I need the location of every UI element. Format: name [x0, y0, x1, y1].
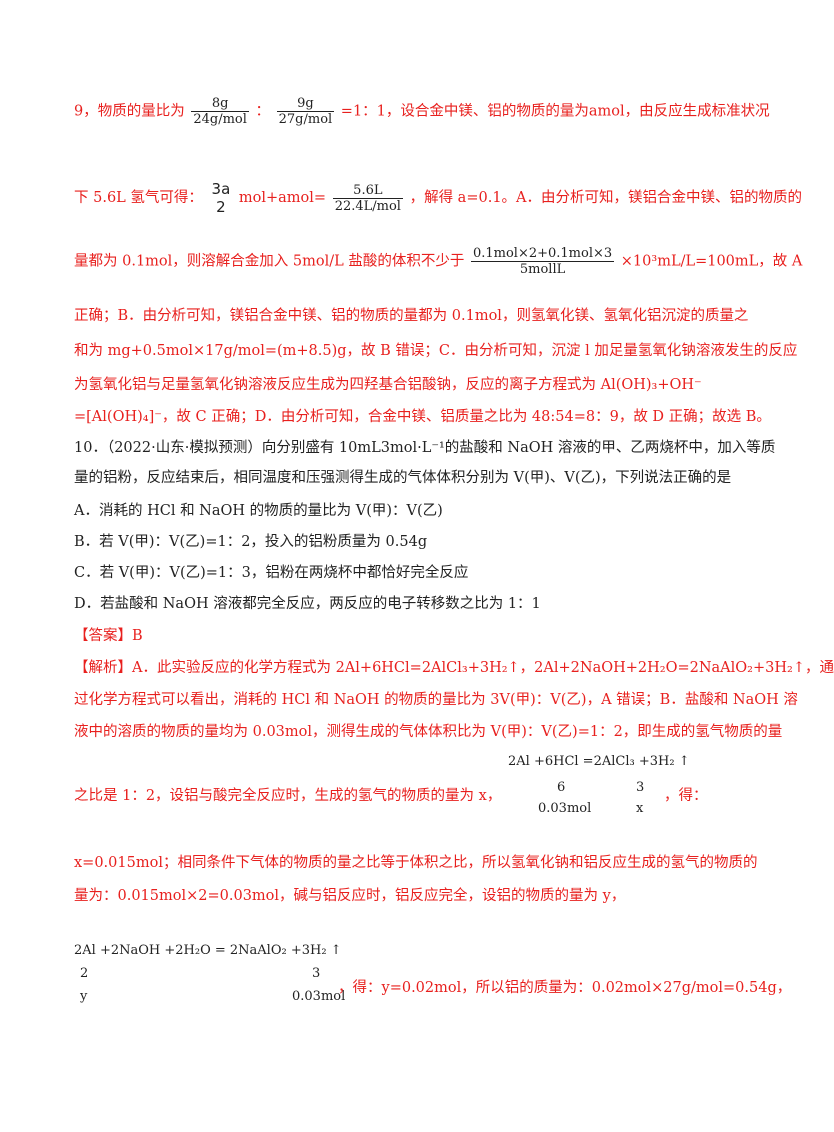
fraction-numerator: 0.1mol×2+0.1mol×3 — [472, 246, 613, 261]
analysis-line-2: 过化学方程式可以看出，消耗的 HCl 和 NaOH 的物质的量比为 3V(甲)：… — [74, 692, 798, 708]
fraction-denominator: 24g/mol — [191, 111, 249, 127]
equation-1-row-1: 2Al +6HCl =2AlCl₃ +3H₂ ↑ — [508, 754, 690, 769]
fraction-hydrogen-volume: 5.6L 22.4L/mol — [332, 182, 403, 214]
para-line-2: 下 5.6L 氢气可得： 3a 2 mol+amol= 5.6L 22.4L/m… — [74, 180, 802, 216]
option-c: C．若 V(甲)：V(乙)=1：3，铝粉在两烧杯中都恰好完全反应 — [74, 565, 469, 581]
fraction-mass-mg: 8g 24g/mol — [191, 96, 249, 127]
equation-2-unknown-y: y — [80, 989, 88, 1004]
para-line-3: 量都为 0.1mol，则溶解合金加入 5mol/L 盐酸的体积不少于 0.1mo… — [74, 246, 802, 277]
fraction-numerator: 3a — [211, 180, 231, 198]
equation-1-coef-hcl: 6 — [557, 780, 566, 795]
fraction-denominator: 22.4L/mol — [332, 197, 403, 214]
equation-1-amount-hcl: 0.03mol — [538, 801, 592, 816]
fraction-denominator: 5mollL — [470, 261, 615, 277]
text-segment: ，解得 a=0.1。A．由分析可知，镁铝合金中镁、铝的物质的 — [409, 190, 803, 206]
analysis-line-7: ，得：y=0.02mol，所以铝的质量为：0.02mol×27g/mol=0.5… — [338, 980, 792, 996]
text-segment: A．此实验反应的化学方程式为 2Al+6HCl=2AlCl₃+3H₂↑，2Al+… — [132, 660, 834, 676]
analysis-line-5: x=0.015mol；相同条件下气体的物质的量之比等于体积之比，所以氢氧化钠和铝… — [74, 855, 758, 871]
analysis-line-1: 【解析】A．此实验反应的化学方程式为 2Al+6HCl=2AlCl₃+3H₂↑，… — [74, 656, 834, 677]
fraction-3a-over-2: 3a 2 — [210, 180, 233, 216]
analysis-line-4: 之比是 1：2，设铝与酸完全反应时，生成的氢气的物质的量为 x， — [74, 788, 502, 804]
equation-2-coef-h2: 3 — [312, 966, 321, 981]
fraction-numerator: 8g — [211, 96, 229, 111]
question-10-line-1: 10．（2022·山东·模拟预测）向分别盛有 10mL3mol·L⁻¹的盐酸和 … — [74, 440, 776, 456]
text-segment: 9，物质的量比为 — [74, 103, 185, 120]
option-d: D．若盐酸和 NaOH 溶液都完全反应，两反应的电子转移数之比为 1：1 — [74, 596, 541, 612]
para-line-7: =[Al(OH)₄]⁻，故 C 正确；D．由分析可知，合金中镁、铝质量之比为 4… — [74, 409, 771, 425]
analysis-line-3: 液中的溶质的物质的量均为 0.03mol，测得生成的气体体积比为 V(甲)：V(… — [74, 724, 783, 740]
text-segment: ： — [255, 103, 271, 120]
analysis-tag: 【解析】 — [74, 660, 132, 676]
fraction-denominator: 27g/mol — [276, 111, 335, 127]
analysis-line-6: 量为：0.015mol×2=0.03mol，碱与铝反应时，铝反应完全，设铝的物质… — [74, 888, 626, 904]
fraction-numerator: 5.6L — [353, 182, 383, 198]
equation-2-amount-h2: 0.03mol — [292, 989, 346, 1004]
text-segment: =1：1，设合金中镁、铝的物质的量为amol，由反应生成标准状况 — [340, 103, 770, 120]
equation-1-unknown-x: x — [636, 801, 644, 816]
question-10-line-2: 量的铝粉，反应结束后，相同温度和压强测得生成的气体体积分别为 V(甲)、V(乙)… — [74, 470, 732, 486]
para-line-6: 为氢氧化铝与足量氢氧化钠溶液反应生成为四羟基合铝酸钠，反应的离子方程式为 Al(… — [74, 377, 702, 393]
text-segment: mol+amol= — [238, 190, 327, 206]
option-b: B．若 V(甲)：V(乙)=1：2，投入的铝粉质量为 0.54g — [74, 534, 428, 550]
text-segment: ×10³mL/L=100mL，故 A — [620, 253, 803, 270]
para-line-5: 和为 mg+0.5mol×17g/mol=(m+8.5)g，故 B 错误；C．由… — [74, 343, 798, 359]
fraction-denominator: 2 — [216, 198, 226, 216]
analysis-line-4-tail: ，得： — [664, 788, 708, 804]
answer-label: 【答案】B — [74, 628, 143, 644]
option-a: A．消耗的 HCl 和 NaOH 的物质的量比为 V(甲)：V(乙) — [74, 503, 443, 519]
equation-1-coef-h2: 3 — [636, 780, 645, 795]
fraction-mass-al: 9g 27g/mol — [276, 96, 335, 127]
equation-2-row-1: 2Al +2NaOH +2H₂O = 2NaAlO₂ +3H₂ ↑ — [74, 943, 342, 958]
fraction-acid-volume: 0.1mol×2+0.1mol×3 5mollL — [470, 246, 615, 277]
text-segment: 下 5.6L 氢气可得： — [74, 190, 203, 206]
fraction-numerator: 9g — [297, 96, 314, 111]
para-line-1: 9，物质的量比为 8g 24g/mol ： 9g 27g/mol =1：1，设合… — [74, 96, 770, 127]
equation-2-coef-al: 2 — [80, 966, 89, 981]
text-segment: 量都为 0.1mol，则溶解合金加入 5mol/L 盐酸的体积不少于 — [74, 253, 465, 270]
para-line-4: 正确；B．由分析可知，镁铝合金中镁、铝的物质的量都为 0.1mol，则氢氧化镁、… — [74, 308, 749, 324]
